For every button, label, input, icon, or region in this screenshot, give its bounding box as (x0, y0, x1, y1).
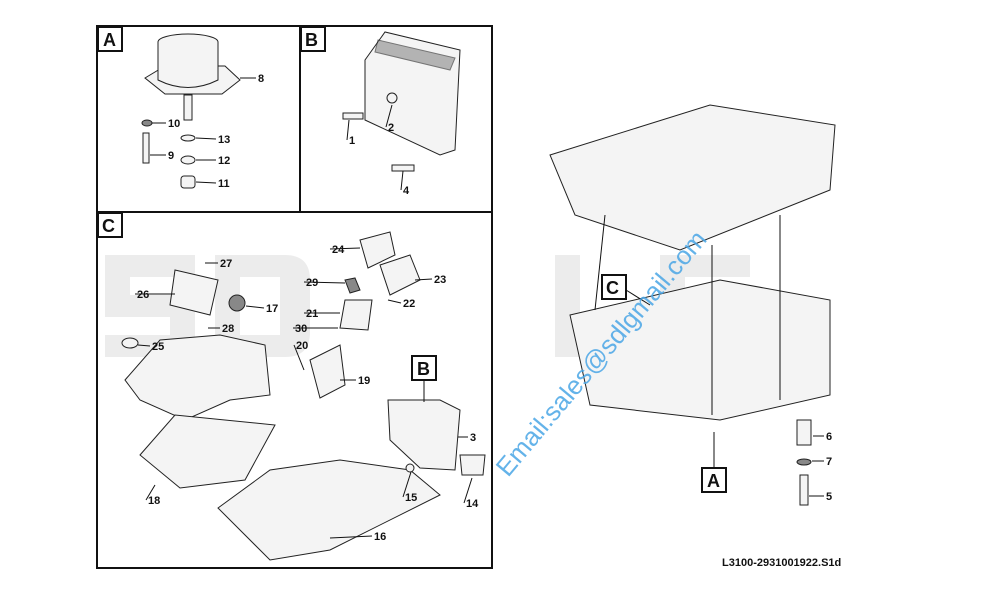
svg-text:C: C (102, 216, 115, 236)
leader-line (387, 299, 402, 304)
callout-10: 10 (168, 118, 180, 130)
cab-drawing (549, 104, 836, 506)
leader-line (303, 281, 346, 284)
leader-line (414, 278, 433, 281)
callout-28: 28 (222, 323, 234, 335)
callout-19: 19 (358, 375, 370, 387)
view-marker-b: B (411, 355, 437, 402)
leader-line (463, 477, 473, 504)
panel-label-c: C (97, 212, 123, 238)
panel-label-b: B (300, 26, 326, 52)
callout-11: 11 (218, 178, 230, 190)
view-marker-c: C (601, 274, 651, 306)
callout-3: 3 (470, 432, 476, 444)
callout-13: 13 (218, 134, 230, 146)
leader-line (145, 484, 156, 501)
leader-line (329, 247, 361, 250)
mount-assembly-drawing (141, 33, 241, 189)
callout-29: 29 (306, 277, 318, 289)
leader-line (329, 535, 373, 539)
panel-frames (96, 25, 493, 569)
callout-17: 17 (266, 303, 278, 315)
callout-24: 24 (332, 244, 345, 256)
leader-line (400, 170, 404, 191)
callout-26: 26 (137, 289, 149, 301)
callout-27: 27 (220, 258, 232, 270)
svg-text:B: B (305, 30, 318, 50)
leader-line (346, 119, 350, 141)
callout-12: 12 (218, 155, 230, 167)
callout-21: 21 (306, 308, 318, 320)
callout-20: 20 (296, 340, 308, 352)
leader-line (385, 104, 393, 128)
callout-30: 30 (295, 323, 307, 335)
callout-23: 23 (434, 274, 446, 286)
view-marker-a: A (701, 432, 727, 493)
svg-text:A: A (707, 471, 720, 491)
callout-2: 2 (388, 122, 394, 134)
leader-line (245, 305, 265, 309)
drawing-code: L3100-2931001922.S1d (722, 557, 842, 569)
callout-25: 25 (152, 341, 164, 353)
callout-16: 16 (374, 531, 386, 543)
callout-15: 15 (405, 492, 417, 504)
leader-line (195, 181, 217, 184)
svg-text:C: C (606, 278, 619, 298)
cover-b-drawing (342, 31, 461, 172)
console-c-drawing (121, 231, 486, 561)
callout-6: 6 (826, 431, 832, 443)
panel-label-a: A (97, 26, 123, 52)
callout-14: 14 (466, 498, 479, 510)
callout-18: 18 (148, 495, 160, 507)
leader-line (195, 137, 217, 140)
svg-text:A: A (103, 30, 116, 50)
callout-5: 5 (826, 491, 832, 503)
callout-1: 1 (349, 135, 355, 147)
leader-line (137, 344, 151, 347)
callout-7: 7 (826, 456, 832, 468)
callout-22: 22 (403, 298, 415, 310)
leader-line (402, 471, 412, 498)
callout-8: 8 (258, 73, 264, 85)
svg-text:B: B (417, 359, 430, 379)
callout-4: 4 (403, 185, 410, 197)
leader-line (293, 344, 305, 371)
callout-9: 9 (168, 150, 174, 162)
